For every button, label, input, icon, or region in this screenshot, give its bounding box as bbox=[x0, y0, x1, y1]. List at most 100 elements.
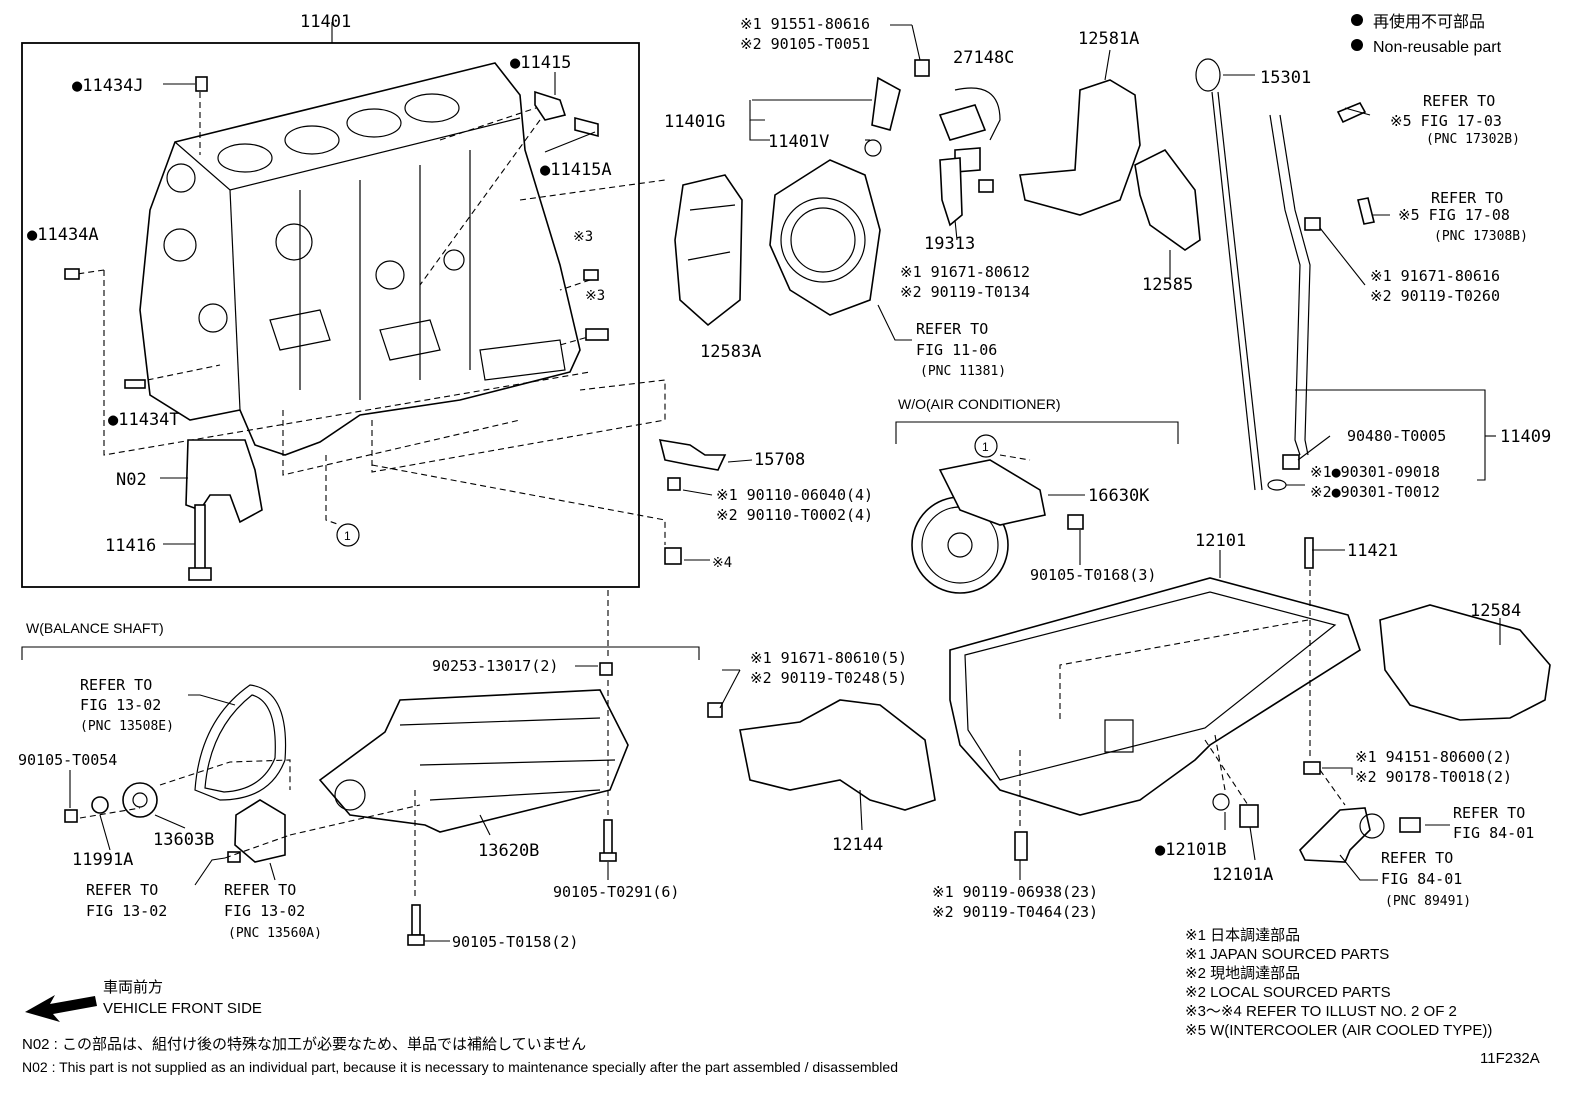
label-90105-t0158: 90105-T0158(2) bbox=[452, 933, 578, 951]
label-90301-09018: ※1●90301-09018 bbox=[1310, 463, 1440, 481]
ref-1703-line3: (PNC 17302B) bbox=[1426, 132, 1520, 147]
label-90105-t0291: 90105-T0291(6) bbox=[553, 883, 679, 901]
label-12144: 12144 bbox=[832, 835, 883, 855]
label-m3a: ※3 bbox=[573, 229, 593, 245]
dipstick-15301 bbox=[1195, 58, 1263, 491]
bolt-90105-t0158 bbox=[407, 904, 425, 946]
label-90119-06938: ※1 90119-06938(23) bbox=[932, 883, 1098, 901]
label-15301: 15301 bbox=[1260, 68, 1311, 88]
label-11401v: 11401V bbox=[768, 132, 829, 152]
label-91671-80616: ※1 91671-80616 bbox=[1370, 267, 1500, 285]
ref-1302a-line1: REFER TO bbox=[80, 676, 152, 694]
label-11415: ●11415 bbox=[510, 53, 571, 73]
oil-jet-15708 bbox=[658, 439, 727, 565]
label-90301-t0012: ※2●90301-T0012 bbox=[1310, 483, 1440, 501]
label-m4: ※4 bbox=[712, 555, 732, 571]
ref-1708-line3: (PNC 17308B) bbox=[1434, 229, 1528, 244]
pin-11434a bbox=[64, 268, 80, 280]
ref-circle-1-block bbox=[336, 523, 360, 547]
ref-1302a-line3: (PNC 13508E) bbox=[80, 719, 174, 734]
bolt-11415a bbox=[574, 116, 599, 138]
baffle-12584 bbox=[1379, 604, 1551, 721]
block-guide-lines bbox=[69, 92, 666, 545]
label-12585: 12585 bbox=[1142, 275, 1193, 295]
air-conditioner-bracket bbox=[895, 421, 1179, 444]
label-91671-80610: ※1 91671-80610(5) bbox=[750, 649, 907, 667]
label-11401: 11401 bbox=[300, 12, 351, 32]
label-19313: 19313 bbox=[924, 234, 975, 254]
ref-8401b-line2: FIG 84-01 bbox=[1381, 870, 1462, 888]
ref-1302c-line1: REFER TO bbox=[224, 881, 296, 899]
note-3: ※2 現地調達部品 bbox=[1185, 965, 1300, 982]
label-90110-t0002: ※2 90110-T0002(4) bbox=[716, 506, 873, 524]
pin-11434t bbox=[124, 379, 146, 389]
sprocket-13603b bbox=[122, 782, 158, 818]
label-11409: 11409 bbox=[1500, 427, 1551, 447]
pin-11434j bbox=[195, 76, 208, 92]
label-90119-t0260: ※2 90119-T0260 bbox=[1370, 287, 1500, 305]
oil-jet-11415 bbox=[534, 90, 567, 121]
hose-17308b bbox=[1357, 197, 1375, 225]
pulley-guide bbox=[999, 454, 1031, 461]
insulator-12144 bbox=[707, 699, 936, 811]
bolt-90105-t0054 bbox=[64, 809, 78, 823]
label-11434j: ●11434J bbox=[72, 76, 144, 96]
cover-12581a bbox=[1019, 79, 1141, 216]
timing-chain bbox=[194, 684, 287, 801]
label-11434t: ●11434T bbox=[108, 410, 180, 430]
non-reusable-marker-icon bbox=[1351, 14, 1363, 26]
oil-pan-dashes bbox=[1019, 570, 1346, 830]
ref-1302b-line2: FIG 13-02 bbox=[86, 902, 167, 920]
label-90178: ※2 90178-T0018(2) bbox=[1355, 768, 1512, 786]
vehicle-front-en: VEHICLE FRONT SIDE bbox=[103, 1000, 262, 1017]
label-90105-t0054: 90105-T0054 bbox=[18, 751, 117, 769]
hose-17302b bbox=[1336, 101, 1367, 124]
ref-1106-line1: REFER TO bbox=[916, 320, 988, 338]
drain-plug-12101a bbox=[1239, 804, 1259, 828]
footnote-en: N02 : This part is not supplied as an in… bbox=[22, 1059, 898, 1075]
label-n02: N02 bbox=[116, 470, 147, 490]
nut-94151 bbox=[1303, 761, 1321, 775]
balance-shaft-dashes bbox=[79, 590, 609, 900]
label-90119-t0134: ※2 90119-T0134 bbox=[900, 283, 1030, 301]
legend-en: Non-reusable part bbox=[1373, 39, 1502, 56]
note-6: ※5 W(INTERCOOLER (AIR COOLED TYPE)) bbox=[1185, 1022, 1492, 1039]
bolt-91671-80616 bbox=[1304, 217, 1321, 231]
cylinder-block-frame bbox=[21, 42, 640, 588]
label-90110-06040: ※1 90110-06040(4) bbox=[716, 486, 873, 504]
note-2: ※1 JAPAN SOURCED PARTS bbox=[1185, 946, 1389, 963]
cover-12585 bbox=[1134, 148, 1201, 251]
ref-1302a-line2: FIG 13-02 bbox=[80, 696, 161, 714]
dipstick-guide-11409 bbox=[1267, 114, 1311, 491]
label-13620b: 13620B bbox=[478, 841, 539, 861]
wire-harness-27148c bbox=[938, 87, 1001, 173]
ref-1106-line3: (PNC 11381) bbox=[920, 364, 1006, 379]
ref-1703-line2: ※5 FIG 17-03 bbox=[1390, 112, 1502, 130]
label-94151: ※1 94151-80600(2) bbox=[1355, 748, 1512, 766]
footnote-ja: N02 : この部品は、組付け後の特殊な加工が必要なため、単品では補給していませ… bbox=[22, 1036, 586, 1053]
circle-1-pulley-text: 1 bbox=[982, 440, 989, 454]
part-labels: 11401 ●11434J ●11415 ●11415A ●11434A ●11… bbox=[18, 12, 1551, 951]
ref-1708-line2: ※5 FIG 17-08 bbox=[1398, 206, 1510, 224]
oil-seal-retainer bbox=[769, 159, 881, 316]
label-90105-t0051: ※2 90105-T0051 bbox=[740, 35, 870, 53]
ref-1302c-line3: (PNC 13560A) bbox=[228, 926, 322, 941]
bolt-90119-06938 bbox=[1014, 831, 1028, 861]
label-15708: 15708 bbox=[754, 450, 805, 470]
ref-8401b-line1: REFER TO bbox=[1381, 849, 1453, 867]
label-13603b: 13603B bbox=[153, 830, 214, 850]
label-12101a: 12101A bbox=[1212, 865, 1273, 885]
label-12583a: 12583A bbox=[700, 342, 761, 362]
pin-90253 bbox=[599, 662, 613, 676]
heat-shield-12583a bbox=[674, 174, 743, 327]
washer-11991a bbox=[91, 796, 109, 814]
label-11991a: 11991A bbox=[72, 850, 133, 870]
balance-shaft-bracket bbox=[21, 646, 700, 660]
note-4: ※2 LOCAL SOURCED PARTS bbox=[1185, 984, 1391, 1001]
note-5: ※3〜※4 REFER TO ILLUST NO. 2 OF 2 bbox=[1185, 1003, 1457, 1020]
label-90119-t0248: ※2 90119-T0248(5) bbox=[750, 669, 907, 687]
label-90105-t0168: 90105-T0168(3) bbox=[1030, 566, 1156, 584]
label-12101: 12101 bbox=[1195, 531, 1246, 551]
label-11421: 11421 bbox=[1347, 541, 1398, 561]
ref-1106-line2: FIG 11-06 bbox=[916, 341, 997, 359]
